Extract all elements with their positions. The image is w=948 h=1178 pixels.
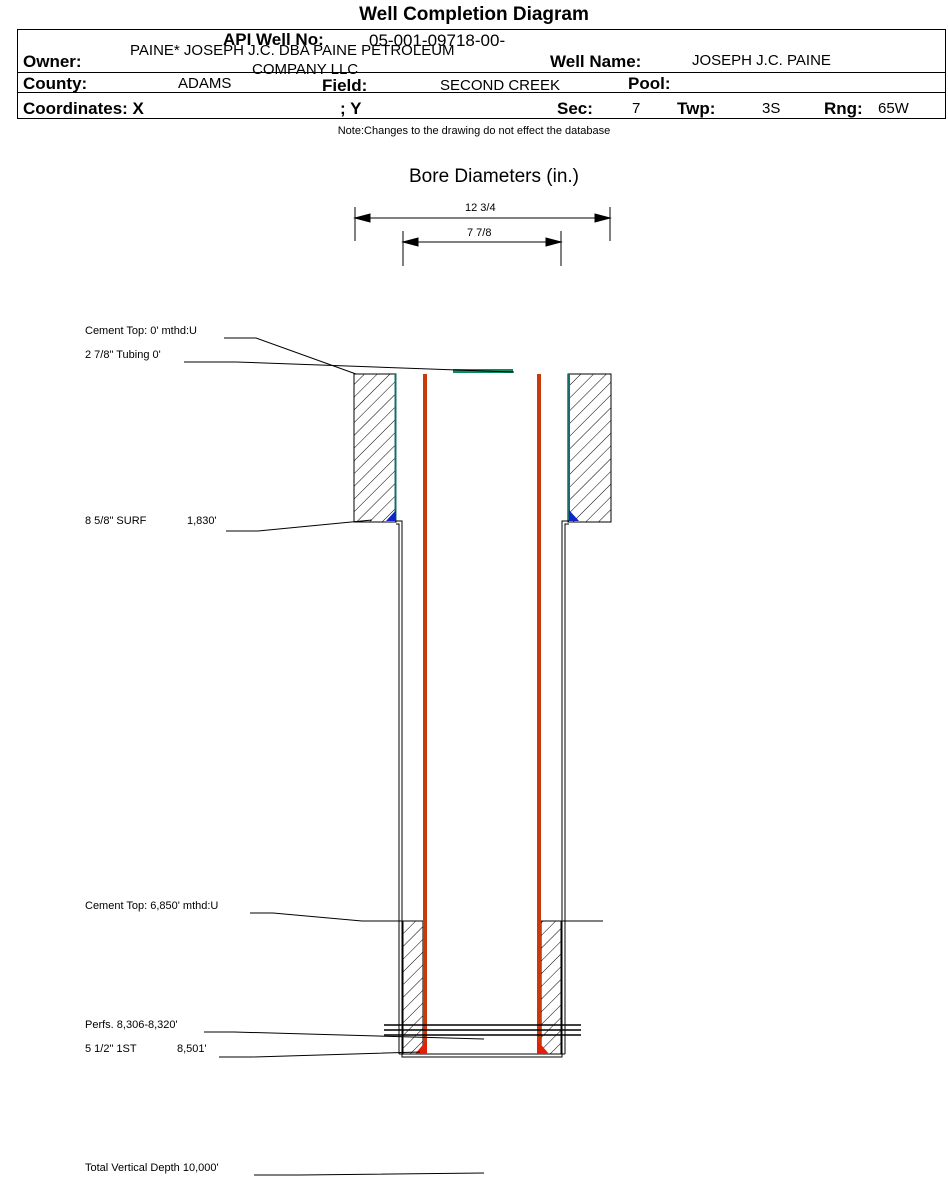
production-casing-depth: 8,501': [177, 1043, 207, 1055]
range-label: Rng:: [824, 99, 863, 118]
section-label: Sec:: [557, 99, 593, 118]
perforations-label: Perfs. 8,306-8,320': [85, 1019, 178, 1031]
field-value: SECOND CREEK: [440, 77, 561, 94]
production-shoe-right: [537, 1040, 549, 1054]
leader-lines: [184, 337, 515, 1176]
bore-diameters-title: Bore Diameters (in.): [409, 166, 579, 187]
well-name-label: Well Name:: [550, 52, 642, 71]
production-casing-label: 5 1/2" 1ST: [85, 1043, 137, 1055]
production-casing: [396, 520, 569, 1058]
header-table: [17, 29, 946, 119]
table-border-left: [17, 29, 18, 119]
tubing-left: [423, 374, 427, 1054]
production-cement-left: [402, 920, 424, 1055]
coordinates-x-label: Coordinates: X: [23, 99, 144, 118]
bore-dimension-inner: [401, 231, 563, 266]
cement-top-label: Cement Top: 0' mthd:U: [85, 325, 197, 337]
production-shoe-left: [415, 1040, 427, 1054]
api-well-value: 05-001-09718-00-: [369, 31, 506, 50]
coordinates-y-label: ; Y: [340, 99, 362, 118]
total-depth-label: Total Vertical Depth 10,000': [85, 1162, 219, 1174]
perforations: [384, 1024, 581, 1036]
surface-shoe-left: [386, 510, 396, 521]
tubing-label: 2 7/8" Tubing 0': [85, 349, 161, 361]
surface-casing-label: 8 5/8" SURF: [85, 515, 147, 527]
range-value: 65W: [878, 100, 909, 117]
bore-outer-diameter: 12 3/4: [465, 202, 496, 214]
county-value: ADAMS: [178, 75, 232, 92]
surface-cement-right: [567, 373, 612, 523]
api-well-label: API Well No:: [223, 30, 324, 49]
bore-inner-diameter: 7 7/8: [467, 227, 492, 239]
tubing-right: [537, 374, 541, 1054]
table-border-top: [17, 29, 946, 30]
table-row-divider: [17, 72, 946, 73]
table-row-divider: [17, 92, 946, 93]
pool-label: Pool:: [628, 74, 671, 93]
owner-label: Owner:: [23, 52, 82, 71]
owner-value-line2: COMPANY LLC: [252, 61, 359, 78]
diagram-title: Well Completion Diagram: [359, 4, 589, 25]
well-name-value: JOSEPH J.C. PAINE: [692, 52, 831, 69]
surface-casing-depth: 1,830': [187, 515, 217, 527]
surface-cement-left: [353, 373, 397, 523]
county-label: County:: [23, 74, 88, 93]
owner-value-line1: PAINE* JOSEPH J.C. DBA PAINE PETROLEUM: [130, 42, 455, 59]
township-label: Twp:: [677, 99, 716, 118]
bore-dimension-outer: [353, 207, 612, 241]
field-label: Field:: [322, 76, 368, 95]
table-border-bottom: [17, 118, 946, 119]
drawing-note: Note:Changes to the drawing do not effec…: [337, 125, 611, 137]
production-cement-right: [540, 920, 562, 1055]
cement-top-label: Cement Top: 6,850' mthd:U: [85, 900, 219, 912]
surface-shoe-right: [569, 510, 579, 521]
township-value: 3S: [762, 100, 781, 117]
table-border-right: [945, 29, 946, 119]
section-value: 7: [632, 100, 641, 117]
